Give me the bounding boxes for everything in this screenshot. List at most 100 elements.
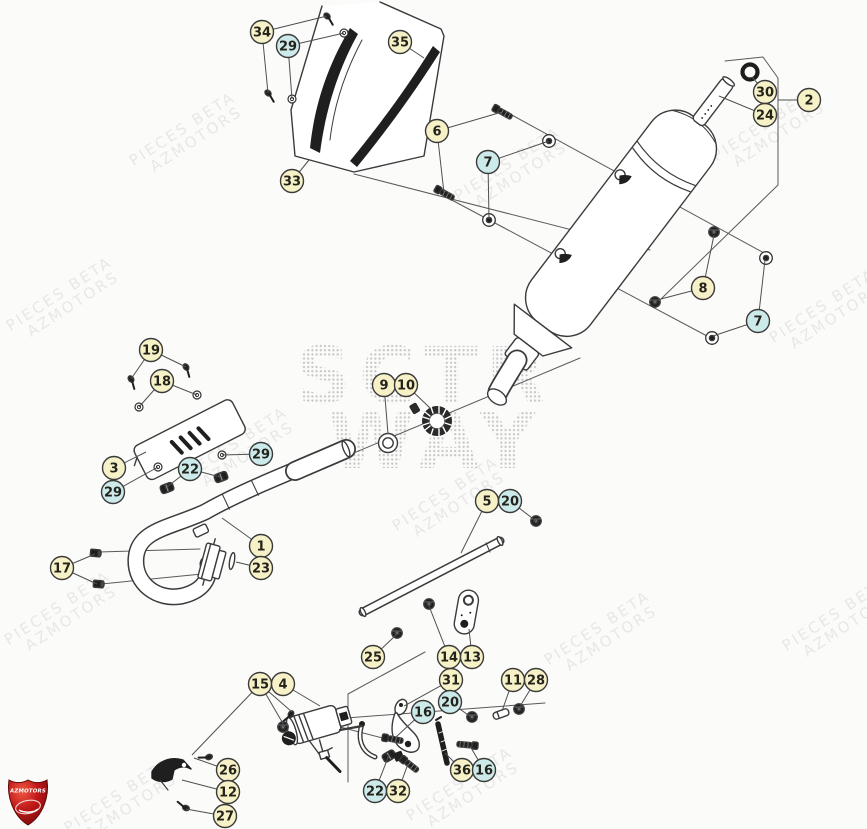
- callout-circle-25[interactable]: [360, 644, 386, 670]
- callout-circle-13[interactable]: [459, 644, 485, 670]
- callout-20[interactable]: 20: [437, 689, 463, 715]
- lower-heat-shield: [125, 361, 246, 495]
- callout-36[interactable]: 36: [449, 757, 475, 783]
- callout-number: 33: [283, 175, 301, 190]
- silencer-mount-tab: [554, 247, 572, 264]
- callout-circle-29[interactable]: [275, 33, 301, 59]
- upper-heat-shield: [262, 1, 445, 173]
- callout-14[interactable]: 14: [436, 644, 462, 670]
- callout-4[interactable]: 4: [270, 671, 296, 697]
- callout-number: 23: [252, 562, 270, 577]
- callout-circle-24[interactable]: [752, 102, 778, 128]
- callout-1[interactable]: 1: [248, 533, 274, 559]
- callout-circle-17[interactable]: [49, 555, 75, 581]
- callout-10[interactable]: 10: [393, 372, 419, 398]
- callout-26[interactable]: 26: [215, 757, 241, 783]
- callout-circle-19[interactable]: [138, 337, 164, 363]
- callout-circle-7[interactable]: [745, 308, 771, 334]
- callout-13[interactable]: 13: [459, 644, 485, 670]
- callout-3[interactable]: 3: [101, 455, 127, 481]
- callout-circle-7[interactable]: [475, 149, 501, 175]
- callout-18[interactable]: 18: [149, 368, 175, 394]
- callout-circle-6[interactable]: [424, 118, 450, 144]
- callout-circle-10[interactable]: [393, 372, 419, 398]
- callout-number: 6: [432, 125, 441, 140]
- callout-22[interactable]: 22: [362, 778, 388, 804]
- callout-number: 2: [804, 94, 813, 109]
- callout-35[interactable]: 35: [387, 29, 413, 55]
- callout-circle-8[interactable]: [690, 275, 716, 301]
- callout-circle-20[interactable]: [437, 689, 463, 715]
- callout-circle-29[interactable]: [100, 479, 126, 505]
- callout-number: 34: [253, 26, 271, 41]
- callout-23[interactable]: 23: [248, 555, 274, 581]
- callout-11[interactable]: 11: [500, 667, 526, 693]
- callout-7[interactable]: 7: [745, 308, 771, 334]
- callout-7[interactable]: 7: [475, 149, 501, 175]
- callout-number: 4: [278, 678, 287, 693]
- callout-circle-33[interactable]: [279, 168, 305, 194]
- callout-30[interactable]: 30: [752, 79, 778, 105]
- callout-circle-16[interactable]: [410, 699, 436, 725]
- o2-sensor-boss: [192, 523, 210, 538]
- callout-circle-2[interactable]: [796, 87, 822, 113]
- callout-24[interactable]: 24: [752, 102, 778, 128]
- callout-17[interactable]: 17: [49, 555, 75, 581]
- callout-5[interactable]: 5: [474, 488, 500, 514]
- brand-logo[interactable]: AZMOTORS: [7, 779, 49, 826]
- callout-number: 29: [279, 40, 297, 55]
- callout-31[interactable]: 31: [438, 667, 464, 693]
- callout-19[interactable]: 19: [138, 337, 164, 363]
- callout-16[interactable]: 16: [410, 699, 436, 725]
- callout-29[interactable]: 29: [248, 441, 274, 467]
- callout-circle-16[interactable]: [471, 757, 497, 783]
- lower-bracket: [151, 752, 215, 813]
- callout-12[interactable]: 12: [215, 779, 241, 805]
- callout-34[interactable]: 34: [249, 19, 275, 45]
- callout-circle-23[interactable]: [248, 555, 274, 581]
- callout-33[interactable]: 33: [279, 168, 305, 194]
- leader-line: [191, 683, 261, 756]
- callout-25[interactable]: 25: [360, 644, 386, 670]
- callout-6[interactable]: 6: [424, 118, 450, 144]
- callout-circle-22[interactable]: [177, 456, 203, 482]
- callout-circle-18[interactable]: [149, 368, 175, 394]
- callout-29[interactable]: 29: [100, 479, 126, 505]
- callout-number: 28: [527, 674, 545, 689]
- callout-29[interactable]: 29: [275, 33, 301, 59]
- callout-circle-20[interactable]: [497, 488, 523, 514]
- callout-number: 31: [442, 674, 460, 689]
- callout-circle-12[interactable]: [215, 779, 241, 805]
- callout-2[interactable]: 2: [796, 87, 822, 113]
- callout-number: 13: [463, 651, 481, 666]
- callout-circle-32[interactable]: [385, 778, 411, 804]
- callout-circle-34[interactable]: [249, 19, 275, 45]
- callout-circle-3[interactable]: [101, 455, 127, 481]
- callout-number: 16: [414, 706, 432, 721]
- exhaust-clamp: [409, 402, 452, 437]
- heat-shield-slat-thin: [350, 46, 440, 167]
- logo-brand-text: AZMOTORS: [9, 789, 46, 795]
- callout-circle-35[interactable]: [387, 29, 413, 55]
- callout-22[interactable]: 22: [177, 456, 203, 482]
- callout-28[interactable]: 28: [523, 667, 549, 693]
- callout-9[interactable]: 9: [371, 372, 397, 398]
- callout-circle-28[interactable]: [523, 667, 549, 693]
- callout-number: 27: [216, 810, 234, 825]
- callout-32[interactable]: 32: [385, 778, 411, 804]
- callout-circle-29[interactable]: [248, 441, 274, 467]
- flange-gasket: [228, 551, 236, 571]
- callout-20[interactable]: 20: [497, 488, 523, 514]
- callout-8[interactable]: 8: [690, 275, 716, 301]
- callout-16[interactable]: 16: [471, 757, 497, 783]
- callout-27[interactable]: 27: [212, 803, 238, 829]
- callout-circle-4[interactable]: [270, 671, 296, 697]
- callout-circle-27[interactable]: [212, 803, 238, 829]
- callout-15[interactable]: 15: [247, 671, 273, 697]
- heat-shield-slat-large: [310, 28, 358, 153]
